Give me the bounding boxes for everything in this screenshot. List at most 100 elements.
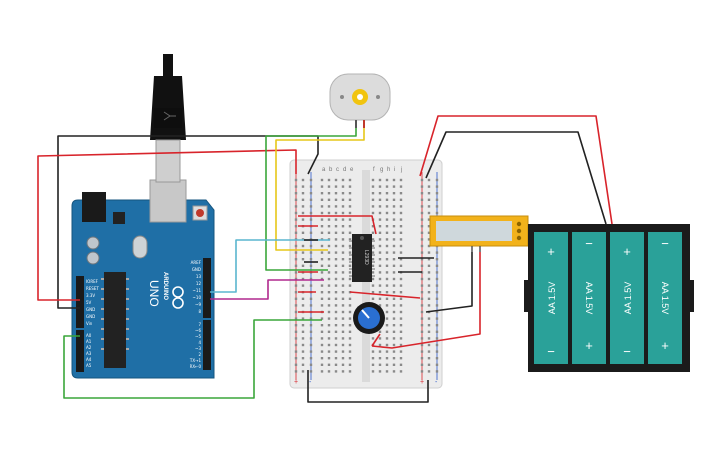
breadboard-hole: [320, 205, 324, 208]
pin-label: 5V: [86, 300, 92, 305]
breadboard-hole: [392, 251, 396, 254]
breadboard-hole: [378, 304, 382, 307]
breadboard-hole: [435, 363, 439, 366]
breadboard-hole: [385, 225, 389, 228]
wire-black-lcd: [425, 252, 473, 313]
breadboard-hole: [378, 297, 382, 300]
polarity-mark: +: [547, 244, 555, 259]
breadboard-hole: [399, 337, 403, 340]
breadboard-hole: [378, 277, 382, 281]
breadboard-hole: [334, 350, 338, 353]
breadboard-hole: [294, 198, 298, 201]
breadboard-hole: [348, 238, 352, 241]
breadboard-hole: [392, 304, 396, 307]
breadboard-hole: [320, 277, 324, 281]
breadboard-hole: [348, 225, 352, 228]
col-letter: g: [380, 167, 383, 173]
jumper-red: [371, 333, 381, 347]
wire-magenta-pin9: [210, 279, 324, 300]
breadboard-hole: [309, 198, 313, 201]
breadboard-hole: [327, 264, 331, 267]
breadboard-hole: [371, 251, 375, 254]
breadboard-hole: [301, 337, 305, 340]
breadboard-hole: [427, 205, 431, 208]
analog-header: [76, 330, 84, 372]
pin-label: AREF: [191, 260, 202, 265]
breadboard-hole: [348, 337, 352, 340]
breadboard-hole: [427, 330, 431, 333]
breadboard-hole: [341, 185, 345, 188]
pin-label: ~11: [193, 288, 202, 293]
breadboard-hole: [392, 211, 396, 215]
breadboard-hole: [294, 244, 298, 248]
breadboard-hole: [420, 337, 424, 340]
breadboard-hole: [334, 271, 338, 274]
breadboard-hole: [385, 185, 389, 188]
breadboard-hole: [371, 258, 375, 261]
breadboard-hole: [327, 297, 331, 300]
breadboard-hole: [334, 198, 338, 201]
breadboard-hole: [399, 211, 403, 215]
breadboard-hole: [435, 277, 439, 281]
breadboard-hole: [385, 337, 389, 340]
breadboard-hole: [427, 357, 431, 360]
breadboard-hole: [385, 218, 389, 221]
col-letter: d: [343, 167, 346, 173]
breadboard-hole: [334, 357, 338, 360]
breadboard-hole: [334, 277, 338, 281]
breadboard-hole: [334, 211, 338, 215]
breadboard-hole: [371, 238, 375, 241]
breadboard-hole: [427, 231, 431, 234]
pin-label: ~9: [195, 302, 201, 307]
breadboard-hole: [348, 271, 352, 274]
breadboard-hole: [399, 324, 403, 327]
breadboard-hole: [435, 284, 439, 287]
col-letter: i: [394, 167, 395, 173]
breadboard-hole: [378, 218, 382, 221]
breadboard-hole: [392, 337, 396, 340]
breadboard-hole: [385, 244, 389, 248]
breadboard-hole: [392, 178, 396, 182]
breadboard-hole: [309, 317, 313, 320]
breadboard-hole: [294, 324, 298, 327]
breadboard-hole: [294, 330, 298, 333]
l293d-ic: L293D: [349, 234, 375, 282]
breadboard-hole: [371, 357, 375, 360]
breadboard-hole: [399, 317, 403, 320]
breadboard-hole: [320, 198, 324, 201]
breadboard-hole: [341, 178, 345, 182]
breadboard-hole: [327, 231, 331, 234]
breadboard-hole: [334, 231, 338, 234]
battery-cell: − AA 1.5V +: [648, 232, 682, 364]
breadboard-hole: [378, 258, 382, 261]
polarity-mark: +: [585, 338, 593, 353]
breadboard-hole: [392, 238, 396, 241]
breadboard-hole: [341, 198, 345, 201]
pin-label: 4: [198, 340, 201, 345]
dc-motor: [329, 73, 391, 128]
breadboard-hole: [327, 192, 331, 195]
breadboard-hole: [327, 357, 331, 360]
breadboard-hole: [327, 350, 331, 353]
breadboard-hole: [341, 330, 345, 333]
breadboard-hole: [334, 218, 338, 221]
breadboard-hole: [427, 291, 431, 294]
pin-label: RESET: [86, 286, 99, 291]
breadboard-hole: [294, 192, 298, 195]
breadboard-hole: [399, 264, 403, 267]
breadboard-hole: [334, 251, 338, 254]
breadboard-hole: [435, 343, 439, 347]
breadboard-hole: [420, 258, 424, 261]
breadboard-hole: [294, 251, 298, 254]
usb-port: [149, 179, 187, 223]
pin-label: GND: [86, 314, 95, 319]
rail-minus-label: -: [435, 379, 438, 386]
breadboard-hole: [320, 304, 324, 307]
breadboard-hole: [309, 251, 313, 254]
breadboard-hole: [327, 258, 331, 261]
breadboard-hole: [378, 284, 382, 287]
breadboard-hole: [341, 304, 345, 307]
breadboard-hole: [309, 192, 313, 195]
breadboard-hole: [301, 205, 305, 208]
pin-label: ~3: [195, 346, 201, 351]
